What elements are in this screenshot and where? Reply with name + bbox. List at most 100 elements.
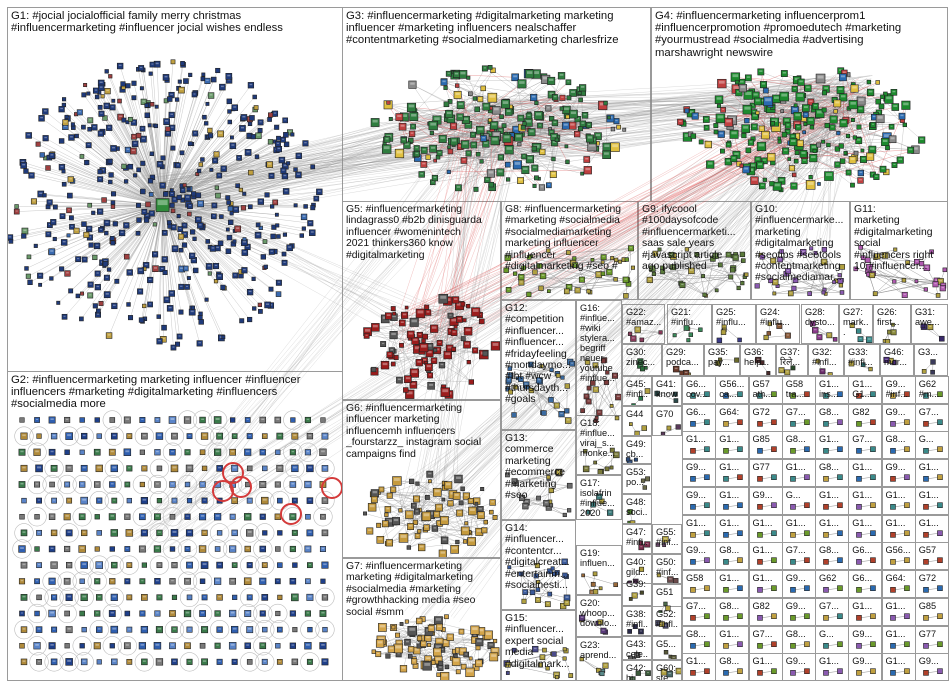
group-cell-g19: G19: influen... bbox=[576, 545, 622, 595]
mini-group-label: G1... bbox=[852, 379, 879, 389]
group-label-g30: G30: zinec... bbox=[626, 347, 659, 367]
mini-group-cell: G1... bbox=[682, 431, 716, 459]
mini-group-label: G1... bbox=[753, 573, 780, 583]
group-cell-g23: G23: aprend... bbox=[576, 637, 622, 681]
group-cell-g4: G4: #influencermarketing influencerprom1… bbox=[651, 7, 948, 202]
mini-group-cell: G58tra... bbox=[782, 376, 816, 404]
group-cell-g18: G18: #influe... viraj_s... monke... bbox=[576, 415, 622, 475]
group-label-g26: G26: first... bbox=[877, 307, 908, 327]
mini-group-label: G9... bbox=[686, 545, 713, 555]
mini-group-cell: G72 bbox=[915, 570, 949, 598]
mini-group-word: #m... bbox=[919, 389, 946, 399]
mini-group-label: G... bbox=[919, 434, 946, 444]
group-cell-g55: G55: #inf... bbox=[652, 524, 682, 554]
group-label-g49: G49: cb... bbox=[626, 439, 649, 459]
mini-group-cell: G6... bbox=[682, 404, 716, 432]
group-label-g32: G32: #infl... bbox=[812, 347, 841, 367]
mini-group-cell: G9... bbox=[848, 626, 882, 654]
group-cell-g44: G44 bbox=[622, 406, 652, 436]
mini-group-label: G1... bbox=[819, 656, 846, 666]
mini-group-cell: G9... bbox=[682, 459, 716, 487]
mini-group-cell: G1... bbox=[749, 515, 783, 543]
mini-group-label: G64: bbox=[886, 573, 913, 583]
group-label-g31: G31: awe... bbox=[915, 307, 945, 327]
group-cell-g47: G47: #infl... bbox=[622, 524, 652, 554]
group-cell-g42: G42: hi... bbox=[622, 660, 652, 681]
mini-group-cell: G1... bbox=[715, 626, 749, 654]
mini-group-cell: G... bbox=[782, 487, 816, 515]
mini-group-cell: G9... bbox=[782, 570, 816, 598]
group-label-g50: G50: #inf... bbox=[656, 557, 679, 577]
mini-group-label: G9... bbox=[686, 462, 713, 472]
group-label-g11: G11: marketing #digitalmarketing social … bbox=[854, 204, 945, 272]
mini-group-cell: G82 bbox=[848, 404, 882, 432]
group-label-g48: G48: soci... bbox=[626, 497, 649, 524]
mini-group-cell: G9...#inf... bbox=[882, 376, 916, 404]
group-label-g23: G23: aprend... bbox=[580, 640, 619, 660]
group-label-g43: G43: cele... bbox=[626, 639, 649, 660]
mini-group-cell: G7... bbox=[915, 404, 949, 432]
mini-group-label: G9... bbox=[886, 462, 913, 472]
mini-group-cell: G1...G1... bbox=[848, 376, 882, 404]
mini-group-label: G72 bbox=[919, 573, 946, 583]
mini-group-label: G1... bbox=[753, 656, 780, 666]
mini-group-label: G8... bbox=[719, 656, 746, 666]
group-label-g15: G15: #influencer... expert social media … bbox=[505, 613, 573, 670]
group-label-g37: G37: रिले... bbox=[780, 347, 805, 367]
group-cell-g30: G30: zinec... bbox=[622, 344, 662, 376]
mini-group-label: G56... bbox=[886, 545, 913, 555]
group-cell-g49: G49: cb... bbox=[622, 436, 652, 464]
mini-group-label: G1... bbox=[719, 462, 746, 472]
group-cell-g25: G25: #influ... bbox=[712, 304, 756, 344]
mini-group-label: G8... bbox=[786, 434, 813, 444]
mini-group-cell: G1... bbox=[782, 459, 816, 487]
group-cell-g28: G28: dysto... bbox=[801, 304, 839, 344]
mini-group-cell: G1... bbox=[715, 570, 749, 598]
group-label-g13: G13: commerce marketing #ecommerce #mark… bbox=[505, 433, 573, 501]
mini-group-cell: G1... bbox=[915, 487, 949, 515]
mini-group-label: G85 bbox=[753, 434, 780, 444]
mini-group-cell: G1... bbox=[848, 598, 882, 626]
mini-group-label: G64: bbox=[719, 407, 746, 417]
mini-group-label: G1... bbox=[786, 518, 813, 528]
mini-group-label: G9... bbox=[786, 573, 813, 583]
group-label-g7: G7: #influencermarketing marketing #digi… bbox=[346, 561, 498, 618]
mini-group-cell: G9... bbox=[882, 459, 916, 487]
group-cell-g13: G13: commerce marketing #ecommerce #mark… bbox=[501, 430, 576, 520]
mini-group-label: G62 bbox=[819, 573, 846, 583]
group-label-g42: G42: hi... bbox=[626, 663, 649, 681]
mini-group-cell: G8... bbox=[715, 542, 749, 570]
mini-group-word: ins... bbox=[819, 389, 846, 399]
group-cell-g20: G20: whoop... downlo... bbox=[576, 595, 622, 637]
group-label-g36: G36: help... bbox=[744, 347, 773, 367]
mini-group-cell: G82 bbox=[749, 598, 783, 626]
mini-group-label: G7... bbox=[753, 629, 780, 639]
mini-group-word: ca... bbox=[719, 389, 746, 399]
mini-group-cell: G72 bbox=[749, 404, 783, 432]
mini-group-cell: G9... bbox=[915, 653, 949, 681]
mini-group-label: G8... bbox=[819, 545, 846, 555]
mini-group-word: G1... bbox=[852, 389, 879, 399]
mini-group-cell: G57 bbox=[915, 542, 949, 570]
mini-group-cell: G7... bbox=[848, 431, 882, 459]
mini-group-label: G1... bbox=[852, 462, 879, 472]
mini-group-label: G1... bbox=[719, 434, 746, 444]
mini-group-cell: G56... bbox=[882, 542, 916, 570]
mini-group-label: G9... bbox=[886, 379, 913, 389]
mini-group-cell: G1... bbox=[815, 487, 849, 515]
mini-group-cell: G1... bbox=[682, 653, 716, 681]
group-label-g3x: G3... bbox=[918, 347, 945, 357]
mini-group-label: G1... bbox=[819, 434, 846, 444]
group-label-g9: G9: ifycoool #100daysofcode #influencerm… bbox=[642, 204, 748, 272]
group-cell-g16: G16: #influe... #wiki stylera... begriff… bbox=[576, 300, 622, 430]
mini-group-label: G... bbox=[786, 490, 813, 500]
group-cell-g17: G17: isolafrin #influe... 2020 bbox=[576, 475, 622, 520]
group-cell-g5: G5: #influencermarketing lindagrass0 #b2… bbox=[342, 201, 501, 400]
group-cell-g11: G11: marketing #digitalmarketing social … bbox=[850, 201, 948, 300]
group-label-g44: G44 bbox=[626, 409, 649, 419]
group-cell-g2: G2: #influencermarketing marketing influ… bbox=[7, 371, 343, 681]
mini-group-label: G1... bbox=[786, 462, 813, 472]
mini-group-cell: G1... bbox=[882, 598, 916, 626]
mini-group-cell: G85 bbox=[915, 598, 949, 626]
